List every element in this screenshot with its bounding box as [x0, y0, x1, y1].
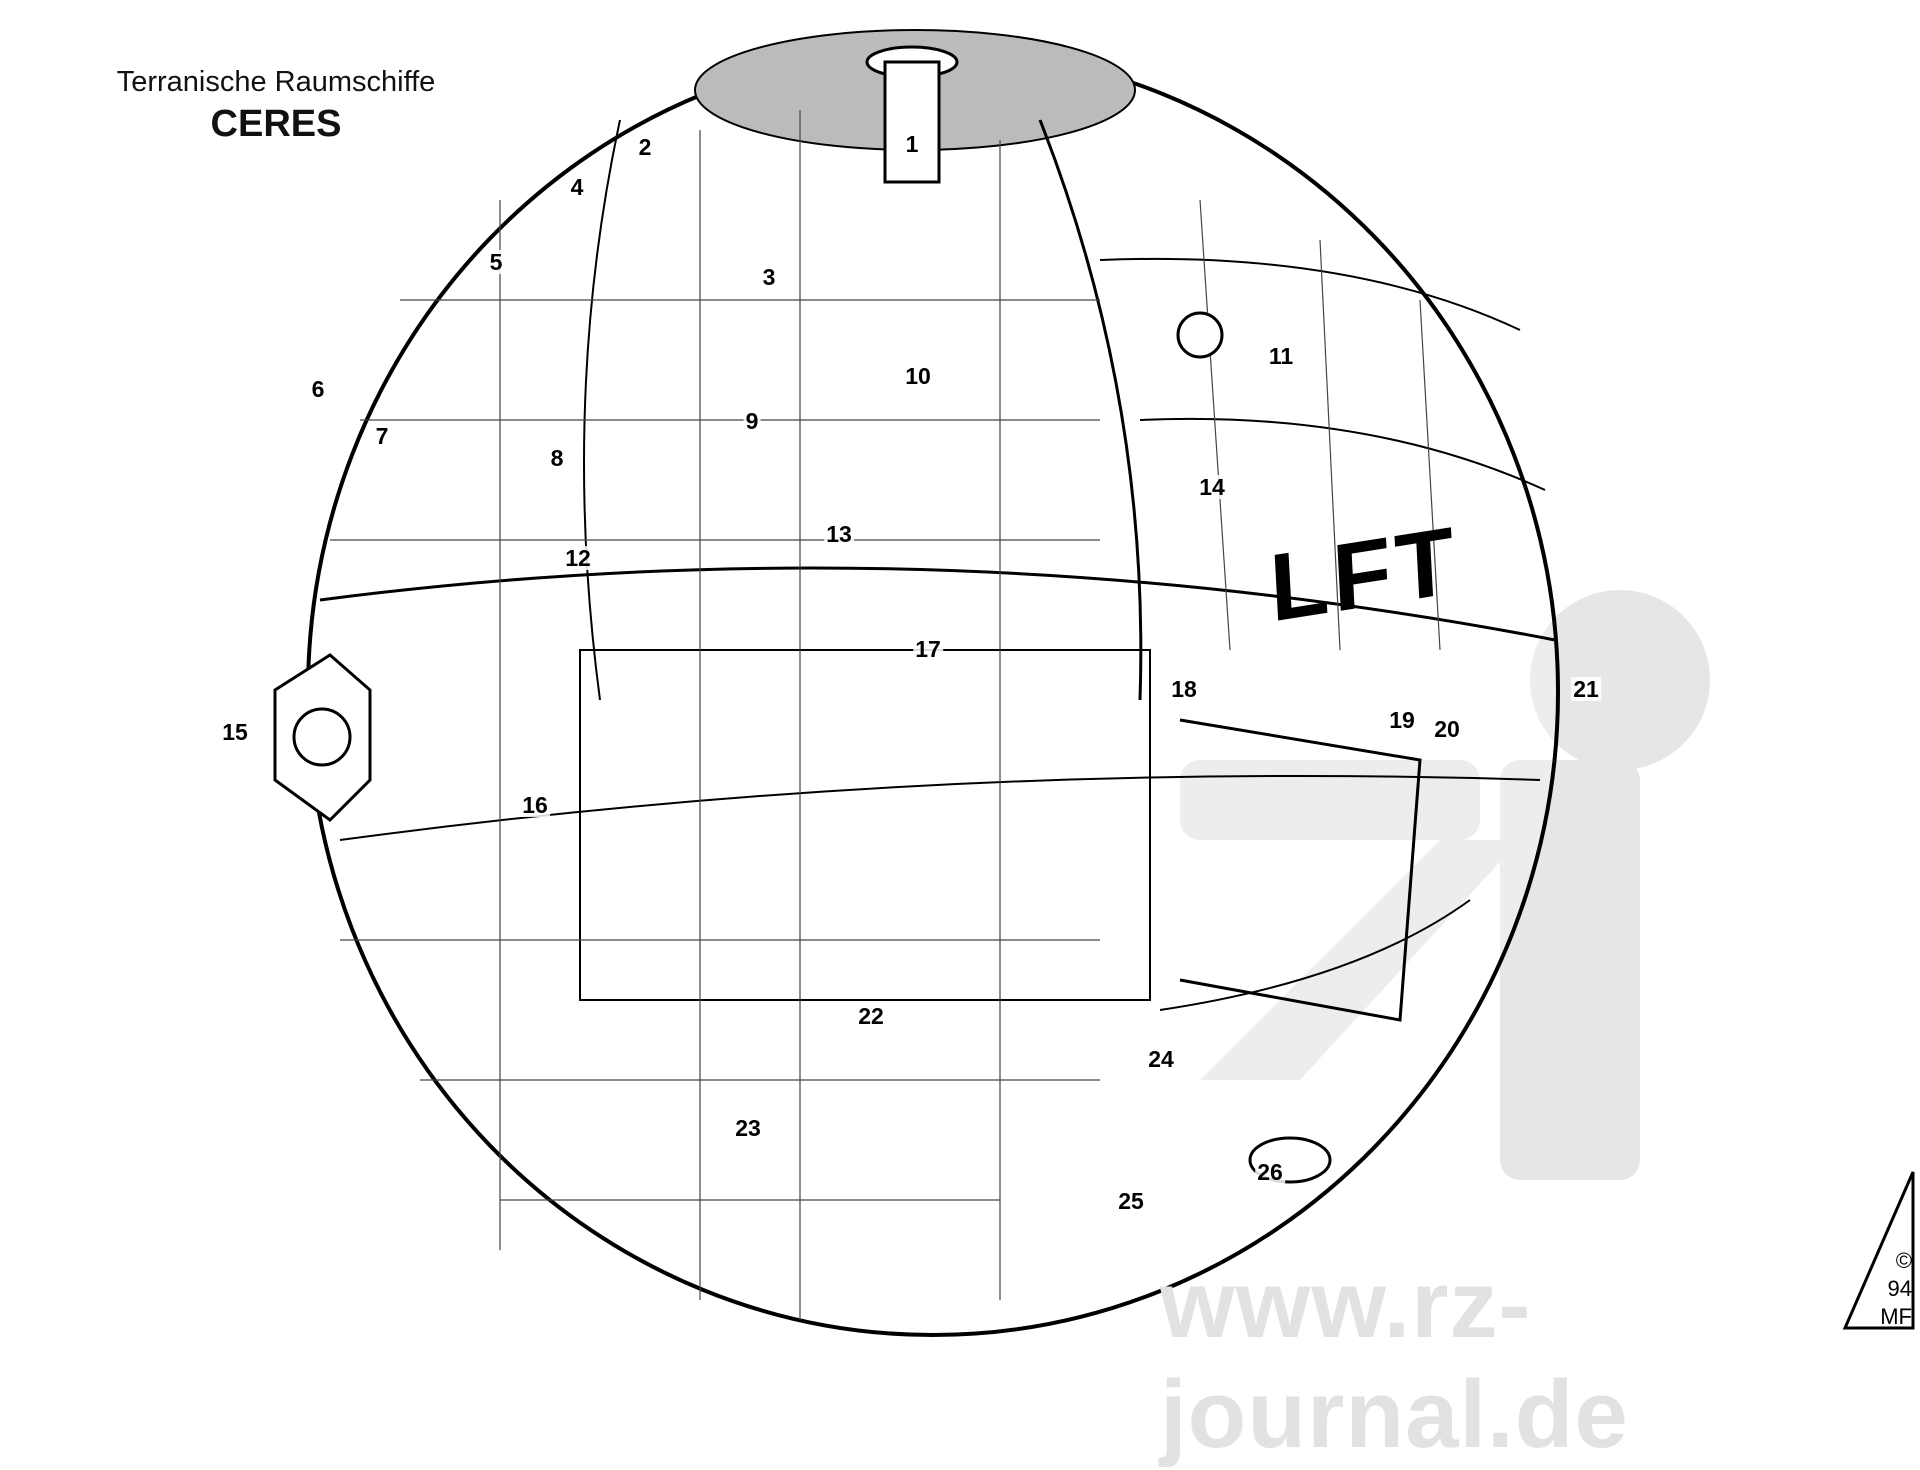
website-watermark: www.rz-journal.de: [1160, 1251, 1629, 1468]
callout-label: 12: [563, 545, 593, 571]
callout-label: 26: [1255, 1159, 1285, 1185]
callout-label: 1: [903, 131, 921, 157]
ceres-cutaway-drawing: [273, 29, 1915, 1337]
callout-label: 19: [1387, 707, 1417, 733]
callout-label: 24: [1146, 1046, 1176, 1072]
top-dome: [865, 45, 959, 184]
hull-grid-lines: [330, 110, 1441, 1320]
callout-label: 2: [636, 134, 654, 160]
callout-label: 23: [733, 1115, 763, 1141]
callout-label: 21: [1571, 676, 1601, 702]
callout-label: 10: [903, 363, 933, 389]
signature-triangle: [1842, 1171, 1915, 1330]
callout-label: 9: [743, 408, 761, 434]
callout-label: 6: [309, 376, 327, 402]
signature-initials: MF: [1880, 1304, 1912, 1329]
artist-signature: © 94 MF: [1858, 1170, 1918, 1350]
signature-copyright: ©: [1895, 1248, 1912, 1273]
callout-label: 22: [856, 1003, 886, 1029]
callout-label: 13: [824, 521, 854, 547]
callout-label: 20: [1432, 716, 1462, 742]
callout-label: 16: [520, 792, 550, 818]
callout-label: 7: [373, 423, 391, 449]
callout-label: 4: [568, 174, 586, 200]
callout-label: 25: [1116, 1188, 1146, 1214]
callout-label: 15: [220, 719, 250, 745]
callout-label: 18: [1169, 676, 1199, 702]
ship-name: CERES: [210, 103, 342, 145]
signature-year: 94: [1887, 1276, 1912, 1301]
callout-label: 14: [1197, 474, 1227, 500]
subtitle: Terranische Raumschiffe: [116, 66, 436, 98]
callout-label: 17: [913, 636, 943, 662]
sphere-hull: [306, 29, 1560, 1337]
callout-label: 11: [1266, 343, 1296, 369]
callout-label: 5: [487, 249, 505, 275]
callout-label: 8: [548, 445, 566, 471]
side-hatch: [273, 311, 1332, 1184]
callout-label: 3: [760, 264, 778, 290]
title-block: Terranische Raumschiffe CERES: [76, 66, 476, 146]
